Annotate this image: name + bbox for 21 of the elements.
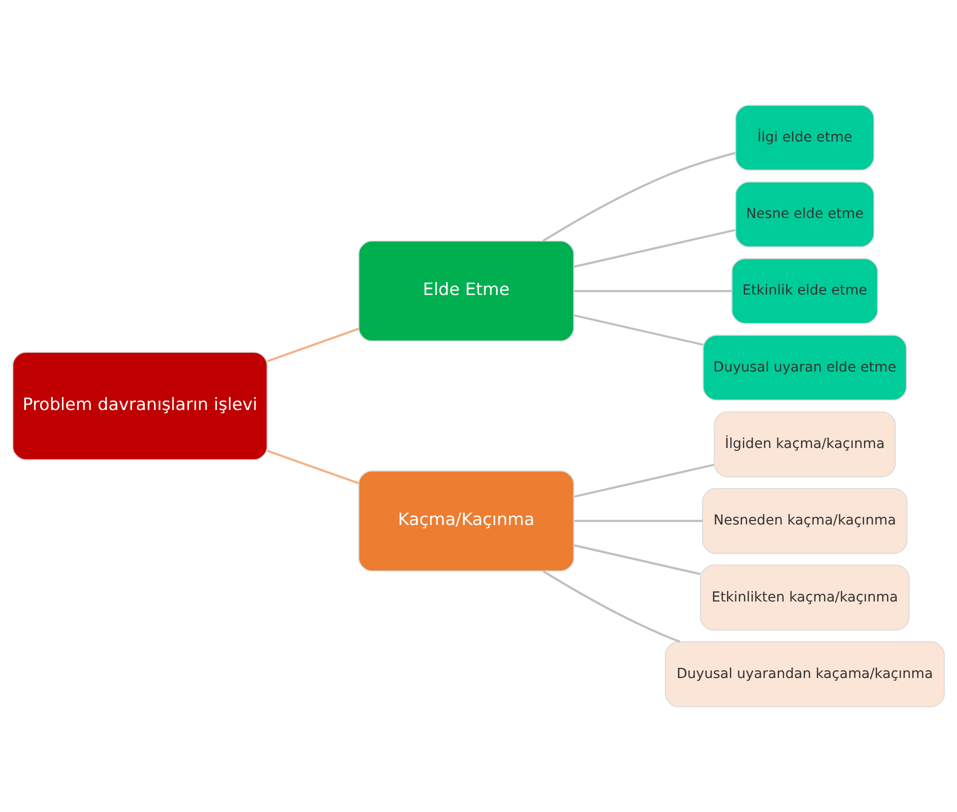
- node-box: Problem davranışların işlevi: [12, 352, 268, 460]
- node-box: Etkinlik elde etme: [731, 258, 878, 324]
- connector: [266, 450, 360, 484]
- node-box: Duyusal uyarandan kaçama/kaçınma: [664, 641, 945, 708]
- node-box: Nesneden kaçma/kaçınma: [702, 488, 908, 554]
- node-box: Etkinlikten kaçma/kaçınma: [700, 564, 910, 631]
- node-box: Nesne elde etme: [735, 181, 875, 248]
- node-box: Kaçma/Kaçınma: [358, 470, 574, 572]
- connector: [574, 544, 700, 576]
- connector: [542, 152, 736, 242]
- node-box: İlgi elde etme: [735, 104, 875, 171]
- node-box: Elde Etme: [358, 240, 574, 342]
- connector: [542, 570, 680, 643]
- connector: [574, 228, 736, 268]
- connector: [574, 520, 703, 522]
- node-box: İlgiden kaçma/kaçınma: [714, 411, 896, 478]
- node-box: Duyusal uyaran elde etme: [702, 334, 907, 401]
- connector: [574, 314, 704, 346]
- connector: [574, 464, 714, 498]
- connector: [574, 290, 732, 292]
- connector: [266, 328, 360, 362]
